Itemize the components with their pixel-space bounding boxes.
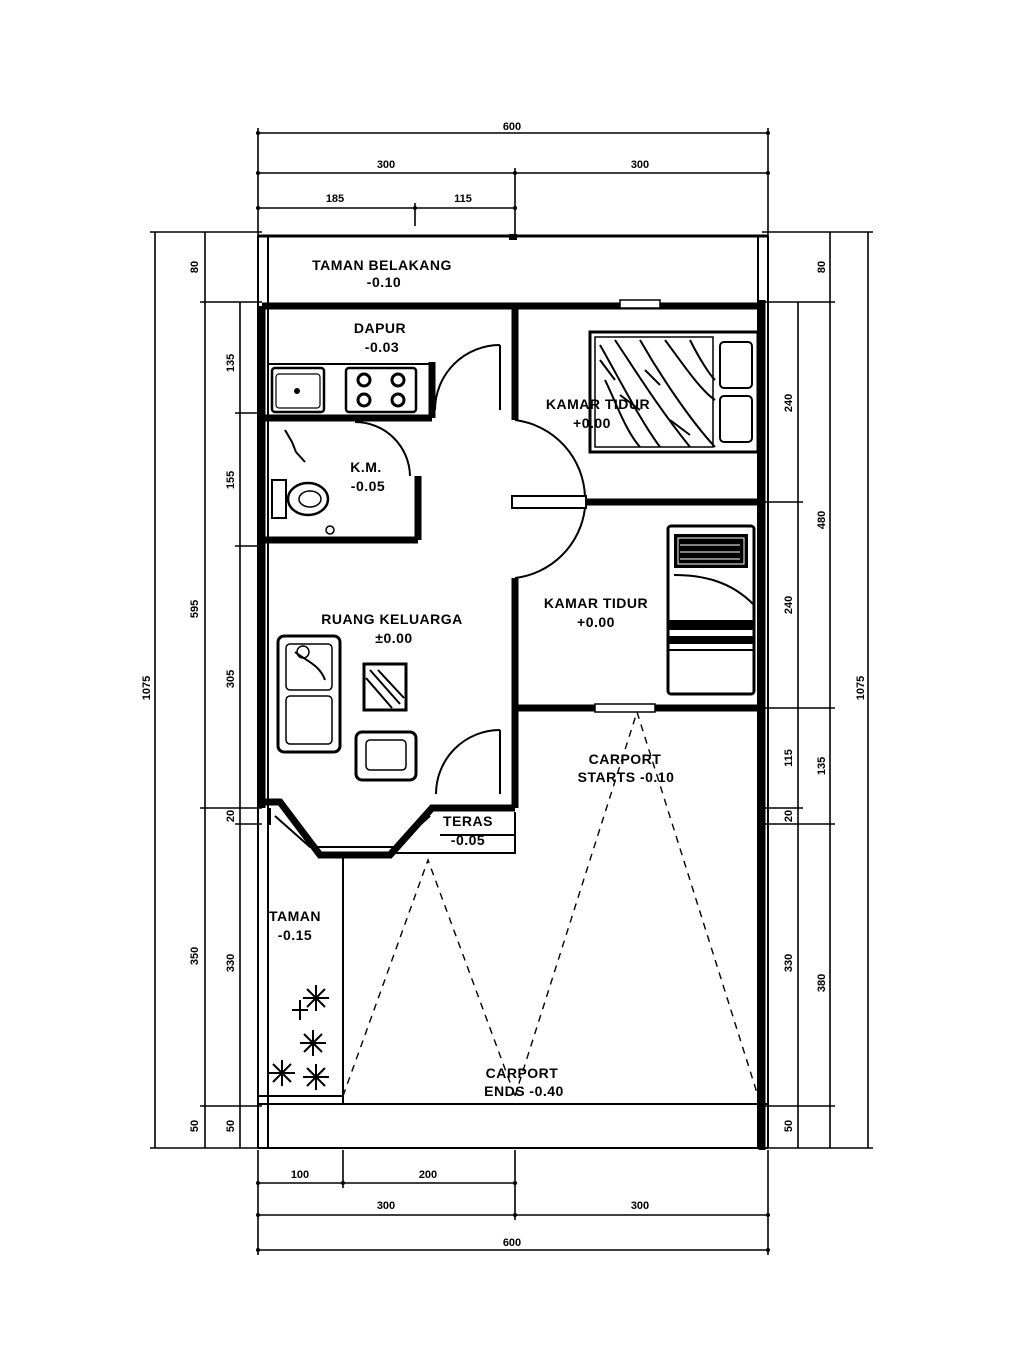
dim-right-d1: 80 [816,261,828,273]
double-bed-icon [588,330,760,454]
sink-icon [270,366,326,414]
dim-right-i3: 115 [783,749,795,767]
right-dimensions: 1075 80 480 135 380 240 240 115 20 330 5… [762,231,873,1149]
dim-right-i2: 240 [783,596,795,614]
taman-belakang-name: TAMAN BELAKANG [312,257,452,273]
kamar-tidur-1-level: +0.00 [573,415,611,431]
sofa-icon [276,634,342,754]
teras-name: TERAS [443,813,493,829]
dim-right-i5: 330 [783,954,795,972]
taman-name: TAMAN [269,908,321,924]
carport-end-name: CARPORT [486,1065,559,1081]
dim-left-i5: 330 [225,954,237,972]
carport-start-name: CARPORT [589,751,662,767]
carport-slope-lines [342,709,759,1097]
carport-end-level: ENDS -0.40 [484,1083,564,1099]
walls [258,299,766,1150]
dim-bottom-half-left: 300 [377,1200,395,1212]
dim-top-total: 600 [503,121,521,133]
carport-start-level: STARTS -0.10 [578,769,675,785]
teras-level: -0.05 [451,832,485,848]
km-name: K.M. [350,459,382,475]
room-labels: TAMAN BELAKANG -0.10 DAPUR -0.03 KAMAR T… [269,257,674,1099]
dim-left-total: 1075 [141,676,153,700]
dim-right-total: 1075 [855,676,867,700]
toilet-icon [271,429,335,535]
bottom-dimensions: 100 200 300 300 600 [256,1150,770,1255]
dim-right-d3: 135 [816,757,828,775]
taman-level: -0.15 [278,927,312,943]
stove-icon [344,366,418,414]
kamar-tidur-1-name: KAMAR TIDUR [546,396,650,412]
dim-left-i4: 20 [225,810,237,822]
dim-bottom-seg-a: 100 [291,1169,309,1181]
dim-left-d3: 350 [189,947,201,965]
taman-belakang-level: -0.10 [367,274,401,290]
dim-top-half-right: 300 [631,159,649,171]
dim-right-i6: 50 [783,1120,795,1132]
armchair-icon [354,730,418,782]
kitchen-counter [267,363,431,417]
dim-top-half-left: 300 [377,159,395,171]
dim-left-i6: 50 [225,1120,237,1132]
dim-bottom-seg-b: 200 [419,1169,437,1181]
single-bed-icon [666,524,756,696]
dim-right-i4: 20 [783,810,795,822]
dim-left-i2: 155 [225,471,237,489]
ruang-keluarga-name: RUANG KELUARGA [321,611,463,627]
dim-left-d1: 80 [189,261,201,273]
dim-left-i1: 135 [225,354,237,372]
dim-left-d2: 595 [189,600,201,618]
dim-right-i1: 240 [783,394,795,412]
dapur-name: DAPUR [354,320,406,336]
dim-right-d4: 380 [816,974,828,992]
coffee-table-icon [362,662,408,712]
doors [354,344,587,795]
dim-top-seg-b: 115 [454,193,472,205]
dapur-level: -0.03 [365,339,399,355]
top-dimensions: 600 300 300 185 115 [256,121,770,236]
dim-top-seg-a: 185 [326,193,344,205]
km-level: -0.05 [351,478,385,494]
kamar-tidur-2-name: KAMAR TIDUR [544,595,648,611]
left-dimensions: 1075 80 595 350 50 135 155 305 20 330 50 [141,231,262,1149]
dim-left-i3: 305 [225,670,237,688]
plants-icon [269,985,329,1090]
kamar-tidur-2-level: +0.00 [577,614,615,630]
dim-right-d2: 480 [816,511,828,529]
ruang-keluarga-level: ±0.00 [375,630,412,646]
dim-bottom-half-right: 300 [631,1200,649,1212]
dim-left-d4: 50 [189,1120,201,1132]
dim-bottom-total: 600 [503,1237,521,1249]
